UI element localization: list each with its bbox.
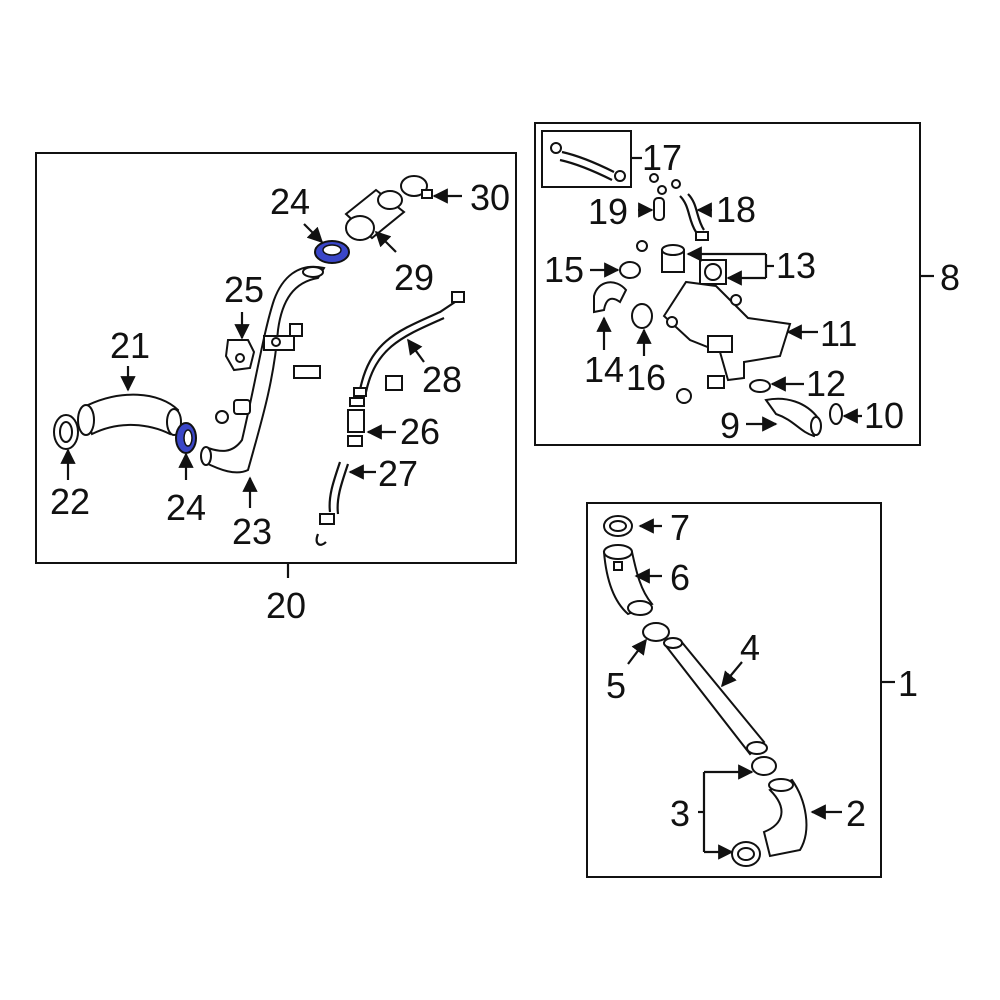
part-17-hose[interactable] <box>550 142 626 182</box>
callout-4: 4 <box>740 627 760 668</box>
part-26-connector[interactable] <box>347 397 365 447</box>
callout-6: 6 <box>670 557 690 598</box>
callout-17: 17 <box>642 137 682 178</box>
part-29-pipe[interactable] <box>344 188 406 241</box>
part-7-clamp[interactable] <box>603 515 633 537</box>
callout-11: 11 <box>820 313 857 354</box>
callout-12: 12 <box>806 363 846 404</box>
callout-14: 14 <box>584 349 624 390</box>
part-5-clamp[interactable] <box>642 622 670 642</box>
callout-28: 28 <box>422 359 462 400</box>
callout-27: 27 <box>378 453 418 494</box>
part-19-hose[interactable] <box>649 173 667 221</box>
callout-18: 18 <box>716 189 756 230</box>
part-14-hose[interactable] <box>593 281 628 314</box>
callout-5: 5 <box>606 665 626 706</box>
part-15-clamp[interactable] <box>619 261 641 279</box>
part-28-hose[interactable] <box>353 291 465 397</box>
part-16-clamp[interactable] <box>631 303 653 329</box>
callout-2: 2 <box>846 793 866 834</box>
callout-3: 3 <box>670 793 690 834</box>
part-10-clamp[interactable] <box>829 403 843 425</box>
callout-9: 9 <box>720 405 740 446</box>
part-25-bracket[interactable] <box>224 339 256 372</box>
part-plug[interactable] <box>215 399 251 424</box>
callout-26: 26 <box>400 411 440 452</box>
callout-8: 8 <box>940 257 960 298</box>
group-20-frame <box>35 152 517 564</box>
part-9-hose[interactable] <box>764 397 822 438</box>
part-22-clamp[interactable] <box>53 414 79 450</box>
part-30-clamp[interactable] <box>400 175 433 199</box>
part-2-hose[interactable] <box>762 778 808 858</box>
callout-15: 15 <box>544 249 584 290</box>
part-3-clamp-upper[interactable] <box>751 756 777 776</box>
group-8-frame <box>534 122 921 446</box>
callout-7: 7 <box>670 507 690 548</box>
group-1-frame <box>586 502 882 878</box>
part-24-clamp-lower[interactable] <box>175 422 197 454</box>
callout-13: 13 <box>776 245 816 286</box>
callout-19: 19 <box>588 191 628 232</box>
callout-29: 29 <box>394 257 434 298</box>
part-24-clamp-upper[interactable] <box>314 240 350 264</box>
part-12-ring[interactable] <box>749 379 771 393</box>
callout-10: 10 <box>864 395 904 436</box>
callout-23: 23 <box>232 511 272 552</box>
callout-24-lower: 24 <box>166 487 206 528</box>
part-11-housing[interactable] <box>662 280 792 382</box>
part-4-pipe[interactable] <box>663 637 768 756</box>
callout-24-upper: 24 <box>270 181 310 222</box>
callout-20: 20 <box>266 585 306 626</box>
callout-21: 21 <box>110 325 150 366</box>
part-13-valve[interactable] <box>636 240 727 285</box>
callout-16: 16 <box>626 357 666 398</box>
callout-25: 25 <box>224 269 264 310</box>
callout-30: 30 <box>470 177 510 218</box>
part-27-hose[interactable] <box>315 461 350 546</box>
part-nuts[interactable] <box>676 375 725 404</box>
part-23-pipe[interactable] <box>200 265 326 474</box>
part-6-hose[interactable] <box>602 544 654 616</box>
part-3-clamp-lower[interactable] <box>731 841 761 867</box>
part-21-hose[interactable] <box>77 393 182 436</box>
callout-1: 1 <box>898 663 918 704</box>
callout-22: 22 <box>50 481 90 522</box>
